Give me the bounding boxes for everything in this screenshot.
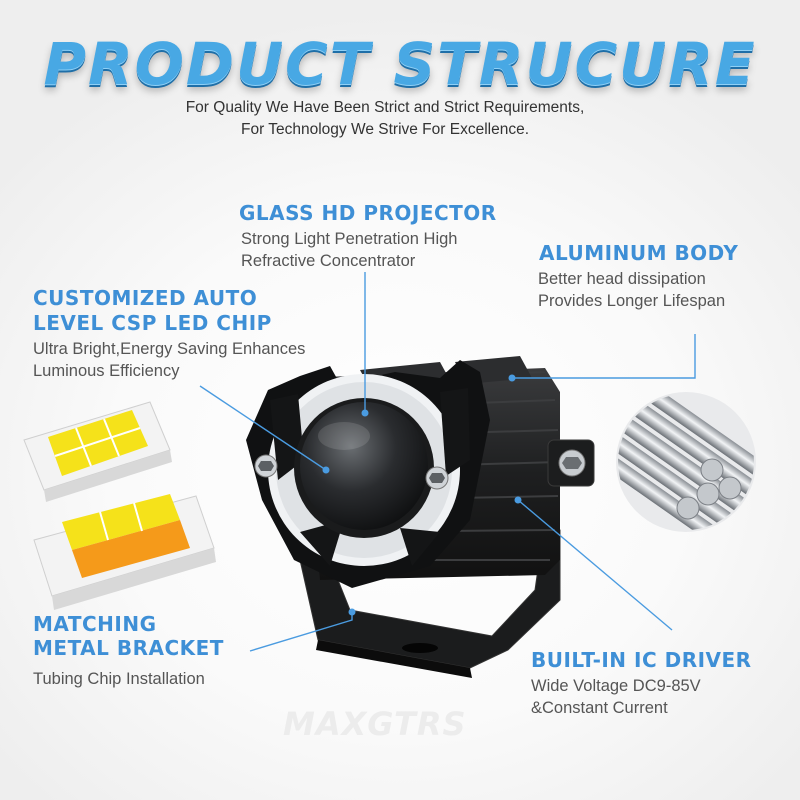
subtitle-line-2: For Technology We Strive For Excellence.: [240, 121, 530, 138]
driver-desc-2: &Constant Current: [531, 699, 668, 717]
subtitle-line-1: For Quality We Have Been Strict and Stri…: [185, 99, 585, 116]
leader-body: [512, 334, 696, 379]
leader-chip: [199, 385, 327, 471]
brand-watermark: MAXGTRS: [283, 705, 467, 743]
bezel-screw-left: [254, 454, 278, 478]
page-title: PRODUCT STRUCURE: [43, 30, 757, 98]
chip-desc-2: Luminous Efficiency: [33, 362, 180, 380]
driver-desc-1: Wide Voltage DC9-85V: [531, 677, 701, 695]
body-heading: ALUMINUM BODY: [539, 241, 739, 265]
bracket-heading-1: MATCHING: [33, 612, 157, 636]
projector-heading: GLASS HD PROJECTOR: [239, 201, 497, 225]
chip-desc-1: Ultra Bright,Energy Saving Enhances: [33, 340, 306, 358]
body-desc-1: Better head dissipation: [538, 270, 706, 288]
bezel-screw-right: [425, 466, 449, 490]
driver-heading: BUILT-IN IC DRIVER: [531, 648, 752, 672]
projector-desc-1: Strong Light Penetration High: [241, 230, 458, 248]
projector-lens: [300, 402, 428, 530]
bracket-desc-1: Tubing Chip Installation: [33, 670, 205, 688]
chip-heading-1: CUSTOMIZED AUTO: [33, 286, 258, 310]
leader-lines: [199, 272, 696, 652]
aluminum-rods-inset: [616, 392, 756, 532]
bracket-heading-2: METAL BRACKET: [33, 636, 224, 660]
body-desc-2: Provides Longer Lifespan: [538, 292, 726, 310]
leader-dots: [322, 374, 522, 616]
led-chip-yellow: [23, 401, 172, 502]
chip-heading-2: LEVEL CSP LED CHIP: [33, 311, 272, 335]
leader-driver: [517, 499, 673, 631]
projector-desc-2: Refractive Concentrator: [241, 252, 416, 270]
led-chip-orange: [33, 494, 216, 610]
